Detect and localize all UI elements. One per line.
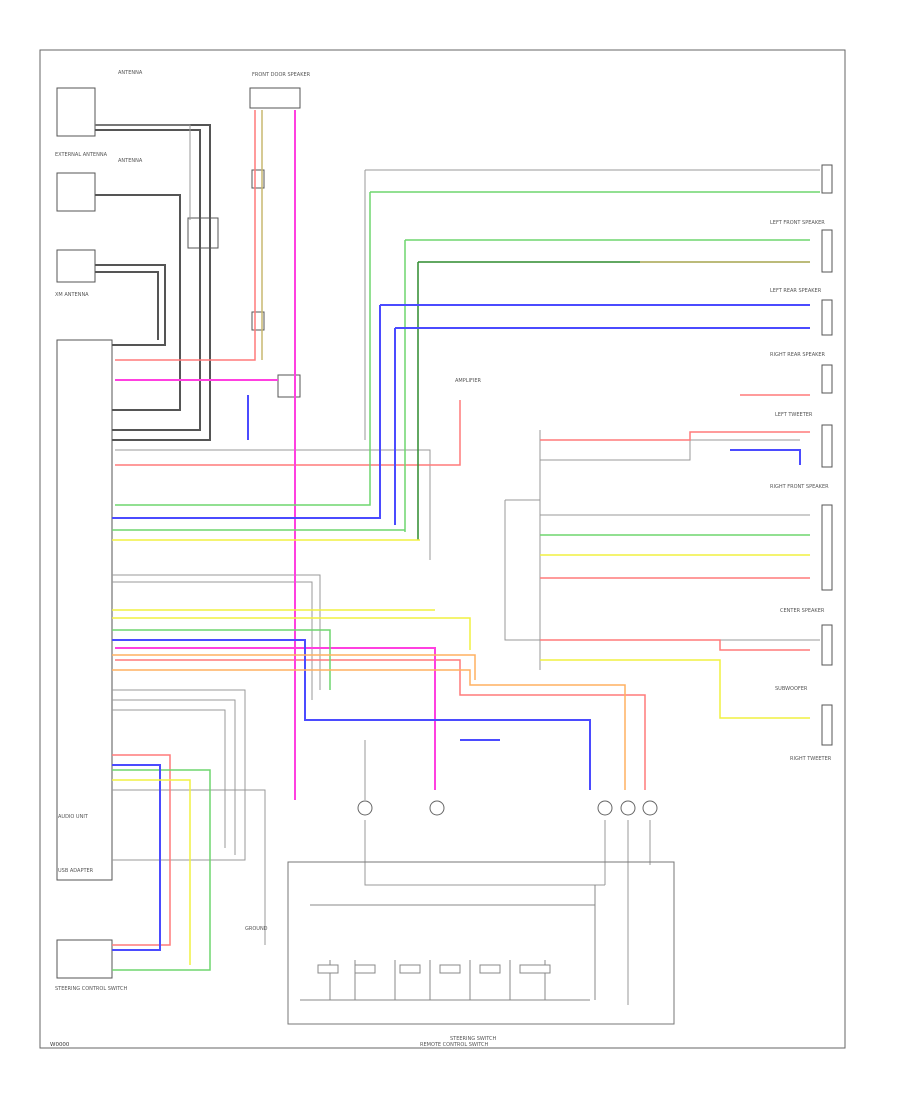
- switch-box: [287, 861, 675, 1025]
- label-right-rear-spk: RIGHT REAR SPEAKER: [770, 352, 826, 358]
- label-amplifier: AMPLIFIER: [455, 378, 482, 384]
- label-steering-switch: STEERING CONTROL SWITCH: [55, 986, 128, 992]
- main-unit-box: AUDIO UNIT USB ADAPTER: [56, 339, 113, 881]
- label-left-rear-spk: LEFT REAR SPEAKER: [770, 288, 822, 294]
- label-left-front-spk: LEFT FRONT SPEAKER: [770, 220, 825, 226]
- page-ref: W0000: [50, 1042, 70, 1048]
- right-speaker-1: [821, 164, 833, 194]
- switch-internal-wires: [300, 885, 596, 1001]
- wires-orange2: [112, 654, 626, 790]
- wires-darkgreen: [417, 261, 810, 540]
- junction-box: [187, 217, 219, 249]
- wires-blue: [112, 304, 810, 951]
- wires-lightgray: [95, 124, 820, 1005]
- label-ground: GROUND: [245, 926, 268, 932]
- steering-switch-box: STEERING CONTROL SWITCH: [55, 939, 128, 992]
- speaker-blocks: [821, 164, 833, 746]
- wires-pink: [115, 110, 436, 800]
- label-external-antenna: EXTERNAL ANTENNA: [55, 152, 108, 158]
- right-speaker-7: [821, 624, 833, 666]
- wires-yellow: [112, 539, 810, 965]
- antenna-amp-box: XM ANTENNA: [55, 249, 96, 298]
- right-speaker-8: [821, 704, 833, 746]
- wires-red: [112, 110, 810, 946]
- label-left-tweeter: LEFT TWEETER: [775, 412, 813, 418]
- label-antenna-amp: XM ANTENNA: [55, 292, 89, 298]
- label-antenna-mid: ANTENNA: [118, 158, 143, 164]
- ground-symbols: [357, 800, 658, 816]
- right-speaker-5: [821, 424, 833, 468]
- wires-gray: [95, 124, 211, 441]
- label-usb-adapter: USB ADAPTER: [58, 868, 94, 874]
- label-center-spk: CENTER SPEAKER: [780, 608, 825, 614]
- right-speaker-4: [821, 364, 833, 394]
- connector-block: [277, 374, 301, 398]
- label-antenna-top: ANTENNA: [118, 70, 143, 76]
- label-right-tweeter: RIGHT TWEETER: [790, 756, 832, 762]
- diagram-frame: [39, 49, 846, 1049]
- label-right-front-spk: RIGHT FRONT SPEAKER: [770, 484, 829, 490]
- right-speaker-3: [821, 299, 833, 336]
- label-front-door: FRONT DOOR SPEAKER: [252, 72, 311, 78]
- switch-labels: [317, 964, 551, 974]
- label-bottom-sub: REMOTE CONTROL SWITCH: [420, 1042, 489, 1048]
- wires-orange: [261, 110, 810, 360]
- right-speaker-2: [821, 229, 833, 273]
- label-subwoofer: SUBWOOFER: [775, 686, 808, 692]
- label-main-unit: AUDIO UNIT: [58, 814, 89, 820]
- label-bottom-box: STEERING SWITCH: [450, 1036, 497, 1042]
- wires-green: [112, 191, 820, 971]
- antenna-top-box: ANTENNA: [56, 70, 143, 137]
- front-door-box: FRONT DOOR SPEAKER: [249, 72, 311, 109]
- external-antenna-box: EXTERNAL ANTENNA ANTENNA: [55, 152, 143, 212]
- right-speaker-6: [821, 504, 833, 591]
